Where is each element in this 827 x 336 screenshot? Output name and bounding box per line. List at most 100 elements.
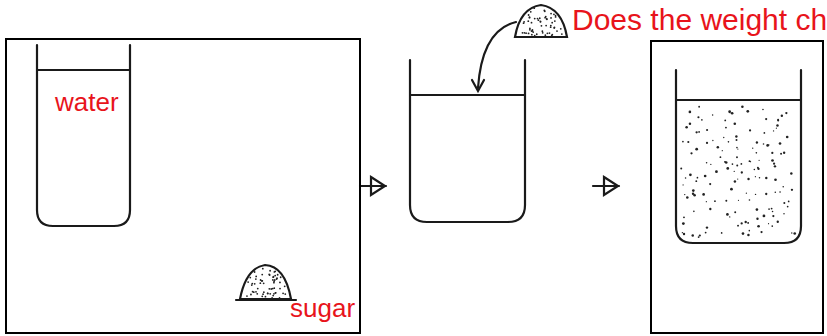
sugar-grain	[534, 35, 536, 37]
sugar-grain	[683, 233, 685, 235]
sugar-grain	[284, 285, 286, 287]
sugar-grain	[279, 297, 281, 299]
sugar-grain	[779, 142, 782, 145]
sugar-grain	[262, 293, 264, 295]
sugar-grain	[690, 152, 692, 154]
sugar-grain	[544, 10, 546, 12]
sugar-grain	[682, 222, 685, 225]
sugar-grain	[546, 18, 548, 20]
sugar-grain	[268, 273, 270, 275]
sugar-grain	[254, 271, 256, 273]
panel-box: watersugar	[5, 38, 361, 334]
water-surface	[37, 69, 130, 71]
sugar-grain	[274, 275, 276, 277]
sugar-grain	[721, 232, 723, 234]
sugar-grain	[709, 208, 711, 210]
sugar-grain	[269, 274, 271, 276]
sugar-grain	[554, 27, 556, 29]
sugar-grain	[683, 216, 685, 218]
sugar-grain	[786, 136, 789, 139]
arrow-head	[472, 80, 484, 91]
sugar-grain	[537, 18, 539, 20]
sugar-grain	[280, 276, 282, 278]
sugar-grain	[528, 14, 530, 16]
sugar-grain	[259, 282, 261, 284]
sugar-grain	[272, 279, 274, 281]
sugar-grain	[747, 178, 749, 180]
sugar-grain	[706, 201, 707, 202]
sugar-grain	[705, 232, 707, 234]
sugar-grain	[726, 167, 729, 170]
sugar-grain	[699, 234, 701, 236]
sugar-grain	[689, 123, 691, 125]
sugar-grain	[544, 34, 546, 36]
sugar-grain	[776, 128, 777, 129]
sugar-grain	[682, 232, 683, 233]
sugar-grain	[247, 281, 249, 283]
sugar-grain	[560, 28, 562, 30]
sugar-grain	[550, 26, 552, 28]
sugar-grain	[793, 232, 796, 235]
sugar-grain	[536, 33, 538, 35]
sugar-grain	[741, 171, 743, 173]
sugar-grain	[735, 139, 737, 141]
sugar-grain	[269, 270, 271, 272]
sugar-grain	[273, 276, 275, 278]
sugar-grain	[267, 293, 269, 295]
sugar-grain	[541, 25, 543, 27]
sugar-grain	[550, 25, 552, 27]
sugar-grain	[276, 278, 278, 280]
sugar-grain	[737, 178, 738, 179]
sugar-grain	[725, 127, 727, 129]
sugar-grain	[273, 271, 275, 273]
sugar-grain	[754, 169, 756, 171]
sugar-grain	[265, 296, 267, 298]
sugar-grain	[692, 234, 694, 236]
sugar-grain	[529, 17, 531, 19]
sugar-grain	[523, 32, 525, 34]
sugar-pile	[515, 5, 567, 37]
sugar-grain	[734, 211, 736, 213]
sugar-grain	[274, 270, 276, 272]
sugar-grain	[549, 32, 551, 34]
sugar-grain	[772, 211, 774, 213]
sugar-pile	[240, 265, 291, 299]
sugar-grain	[279, 281, 281, 283]
sugar-grain	[744, 221, 746, 223]
sugar-grain	[763, 215, 766, 218]
sugar-grain	[746, 193, 747, 194]
sugar-grain	[689, 174, 692, 177]
material-label: sugar	[290, 294, 355, 323]
sugar-grain	[763, 132, 765, 134]
sugar-grain	[785, 112, 787, 114]
sugar-grain	[706, 129, 708, 131]
sugar-grain	[537, 19, 539, 21]
sugar-grain	[270, 288, 272, 290]
sugar-grain	[773, 163, 775, 165]
sugar-grain	[544, 17, 546, 19]
sugar-grain	[763, 143, 765, 145]
sugar-grain	[540, 21, 542, 23]
sugar-grain	[772, 215, 774, 217]
sugar-grain	[706, 226, 708, 228]
sugar-grain	[529, 16, 531, 18]
sugar-grain	[246, 295, 248, 297]
sugar-grain	[685, 177, 687, 179]
sugar-grain	[553, 13, 555, 15]
sugar-grain	[261, 280, 263, 282]
sugar-grain	[780, 153, 782, 155]
sugar-grain	[251, 284, 253, 286]
sugar-grain	[697, 177, 699, 179]
sugar-grain	[249, 277, 251, 279]
sugar-grain	[728, 141, 730, 143]
sugar-grain	[545, 16, 547, 18]
sugar-grain	[523, 21, 525, 23]
sugar-grain	[531, 30, 533, 32]
sugar-grains	[246, 7, 796, 298]
sugar-grain	[774, 178, 777, 181]
sugar-grain	[765, 177, 767, 179]
sugar-grain	[736, 165, 738, 167]
sugar-grain	[686, 196, 689, 199]
step-arrow	[593, 177, 619, 195]
sugar-grain	[725, 200, 727, 202]
